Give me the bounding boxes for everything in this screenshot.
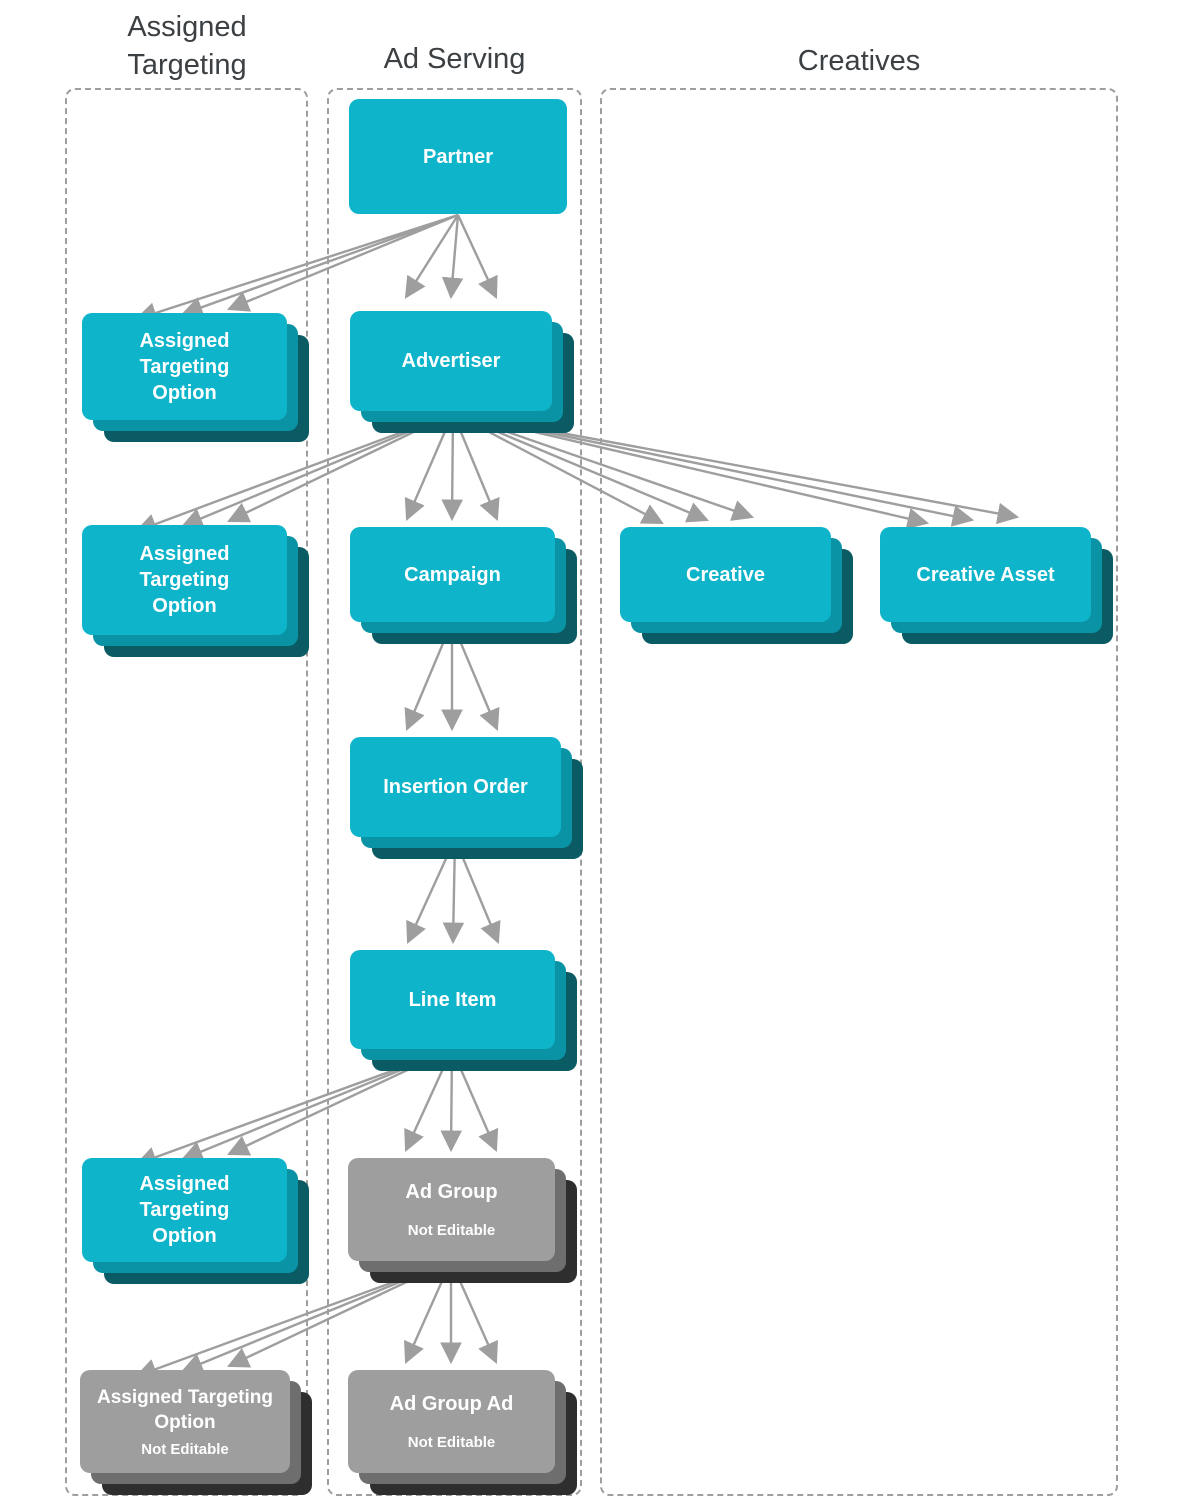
column-header-creatives: Creatives: [797, 45, 921, 77]
column-header-assigned-targeting: Assigned Targeting: [127, 11, 247, 81]
node-label: Creative Asset: [916, 563, 1055, 586]
node-label: Advertiser: [401, 350, 501, 372]
node-campaign: Campaign: [350, 527, 577, 644]
node-label: Ad Group: [405, 1181, 498, 1203]
node-not-editable-badge: Not Editable: [407, 1222, 496, 1239]
node-assigned-targeting-option-advertiser: Assigned Targeting Option: [82, 525, 309, 657]
node-face: Ad Group Ad Not Editable: [348, 1370, 555, 1473]
node-face: Line Item: [350, 950, 555, 1049]
node-not-editable-badge: Not Editable: [407, 1434, 496, 1451]
node-label: Ad Group Ad: [389, 1393, 514, 1415]
node-face: Assigned Targeting Option: [82, 313, 287, 420]
node-label: Assigned Targeting Option: [139, 329, 230, 404]
node-creative: Creative: [620, 527, 853, 644]
node-ad-group-ad: Ad Group Ad Not Editable: [348, 1370, 577, 1495]
node-label: Creative: [686, 563, 765, 586]
node-assigned-targeting-option-line-item: Assigned Targeting Option: [82, 1158, 309, 1284]
node-face: Assigned Targeting Option: [82, 1158, 287, 1262]
node-advertiser: Advertiser: [350, 311, 574, 433]
node-face: Ad Group Not Editable: [348, 1158, 555, 1261]
node-not-editable-badge: Not Editable: [141, 1440, 229, 1458]
node-face: Campaign: [350, 527, 555, 622]
column-frame-assigned-targeting: [65, 88, 308, 1496]
node-assigned-targeting-option-partner: Assigned Targeting Option: [82, 313, 309, 442]
node-partner: Partner: [349, 99, 567, 214]
node-face: Insertion Order: [350, 737, 561, 837]
node-assigned-targeting-option-ad-group: Assigned Targeting Option Not Editable: [80, 1370, 312, 1495]
node-label: Assigned Targeting Option: [139, 543, 230, 617]
node-face: Advertiser: [350, 311, 552, 411]
node-partner-label: Partner: [422, 145, 494, 168]
node-label: Assigned Targeting Option: [139, 1173, 230, 1247]
node-partner-face: Partner: [349, 99, 567, 214]
node-label: Insertion Order: [383, 776, 528, 798]
node-label: Assigned Targeting Option: [97, 1386, 273, 1433]
node-label: Campaign: [404, 563, 501, 586]
node-face: Creative Asset: [880, 527, 1091, 622]
node-label: Line Item: [408, 988, 497, 1011]
node-face: Assigned Targeting Option Not Editable: [80, 1370, 290, 1473]
node-creative-asset: Creative Asset: [880, 527, 1113, 644]
node-line-item: Line Item: [350, 950, 577, 1071]
node-face: Creative: [620, 527, 831, 622]
node-face: Assigned Targeting Option: [82, 525, 287, 635]
node-insertion-order: Insertion Order: [350, 737, 583, 859]
node-ad-group: Ad Group Not Editable: [348, 1158, 577, 1283]
column-header-ad-serving: Ad Serving: [383, 43, 526, 75]
column-frame-creatives: [600, 88, 1118, 1496]
